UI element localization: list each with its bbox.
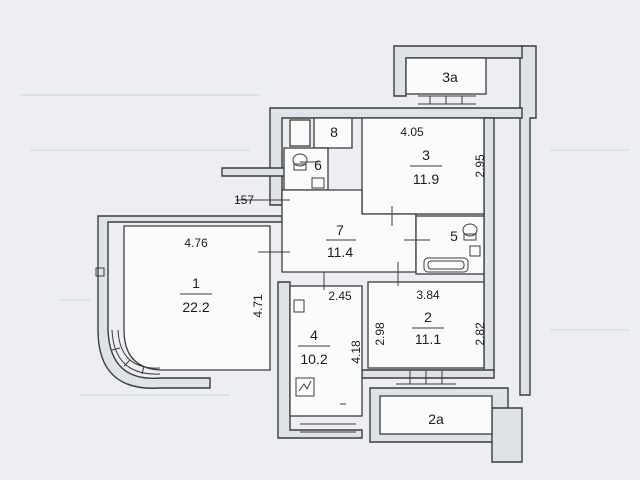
room-4-number: 4 [310,327,318,343]
room-2-dim-left: 2.98 [373,322,387,346]
room-6-number: 6 [314,157,322,173]
stove-icon [295,377,315,397]
room-5 [415,215,485,275]
room-2a [379,395,493,435]
room-2 [367,281,485,369]
toilet-icon [292,153,308,171]
room-2-dim-right: 2.82 [473,322,487,346]
room-1-dim-side: 4.71 [251,294,265,318]
room-1-dim-top: 4.76 [184,236,208,250]
room-1 [123,225,271,371]
room-2-number: 2 [424,309,432,325]
window-1 [111,329,161,375]
room-7 [281,189,417,273]
doors [236,147,430,405]
room-4-area: 10.2 [300,351,327,367]
room-1-number: 1 [192,275,200,291]
room-1-area: 22.2 [182,299,209,315]
room-7-area: 11.4 [327,244,353,260]
room-4 [289,285,363,417]
room-3-number: 3 [422,147,430,163]
window-2 [396,369,456,385]
labels: 3a 8 6 157 4.05 3 11.9 2.95 7 11.4 5 4.7… [180,69,487,427]
room-4-dim-top: 2.45 [328,289,352,303]
bathtub-icon [423,257,469,273]
room-3-area: 11.9 [413,171,439,187]
rooms [123,57,493,435]
closet [289,119,311,147]
background-texture [20,94,630,396]
room-2a-number: 2a [428,411,444,427]
riser-icon [95,267,105,277]
room-8 [313,117,353,149]
window-4 [300,423,356,433]
windows [111,95,476,433]
room-2-dim-top: 3.84 [416,288,440,302]
room-4-dim-right: 4.18 [349,340,363,364]
room-7-number: 7 [336,222,344,238]
sink-icon [293,299,305,313]
room-2-area: 11.1 [415,331,441,347]
room-8-number: 8 [330,124,338,140]
toilet-icon [462,223,478,241]
room-3a [405,57,487,95]
sink-icon [469,245,481,257]
window-3a [418,95,476,105]
room-5-number: 5 [450,228,458,244]
fixtures [95,153,481,397]
room-3-dim-right: 2.95 [473,154,487,178]
sink-icon [311,177,325,189]
room-3-dim-top: 4.05 [400,125,424,139]
ceiling-height-label: 157 [234,193,254,207]
room-3a-number: 3a [442,69,458,85]
